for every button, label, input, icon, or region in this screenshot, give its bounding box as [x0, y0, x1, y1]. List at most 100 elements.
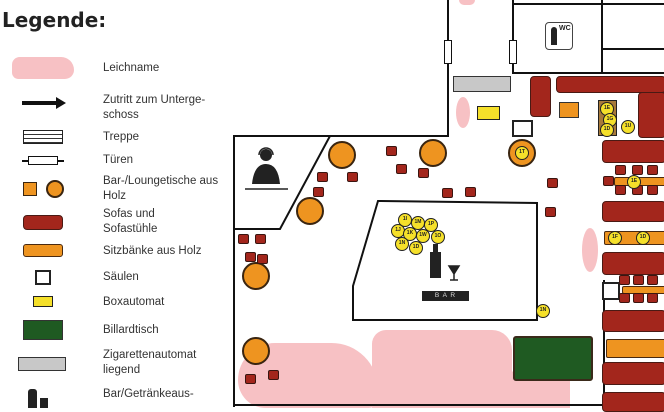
wall [512, 3, 664, 5]
corpse-area [459, 0, 475, 5]
stool [619, 293, 630, 303]
stool [615, 165, 626, 175]
glass-icon [40, 398, 48, 408]
bench [606, 339, 664, 358]
legend-label: Boxautomat [103, 296, 165, 308]
sofa [602, 362, 664, 385]
marker[interactable]: 1E [627, 175, 641, 189]
dj-booth-wall [233, 135, 332, 230]
wall [601, 48, 664, 50]
person-icon [551, 27, 557, 45]
stool [603, 176, 614, 186]
round-table [419, 139, 447, 167]
sofa [638, 92, 664, 138]
bottle-icon [28, 389, 37, 408]
stool [615, 185, 626, 195]
arrow-head [56, 97, 66, 109]
stool [347, 172, 358, 182]
wc-sign: WC [545, 22, 573, 50]
column [602, 282, 620, 300]
stool [255, 234, 266, 244]
marker[interactable]: 1W [416, 229, 430, 243]
legend-label: Türen [103, 154, 134, 166]
stool [268, 370, 279, 380]
stool [245, 374, 256, 384]
legend-label: Bar-/Loungetische aus Holz [103, 175, 219, 202]
box-machine [477, 106, 500, 120]
legend-label: Säulen [103, 271, 139, 283]
column-icon [35, 270, 51, 285]
marker[interactable]: 1N [395, 237, 409, 251]
stool [245, 252, 256, 262]
round-table [296, 197, 324, 225]
corpse-area [456, 97, 470, 128]
round-table [328, 141, 356, 169]
legend-label: Zigarettenautomat liegend [103, 349, 197, 376]
corpse-area [372, 330, 512, 408]
stool [619, 275, 630, 285]
legend-label: Bar/Getränkeaus- [103, 388, 194, 400]
stool [313, 187, 324, 197]
stool [465, 187, 476, 197]
sofa [556, 76, 664, 93]
sofa [602, 310, 664, 332]
bench-icon [23, 244, 63, 257]
bottle-neck [433, 244, 438, 253]
stool [647, 275, 658, 285]
box-machine-icon [33, 296, 53, 307]
corpse-icon [12, 57, 74, 79]
round-table [242, 262, 270, 290]
stool [647, 165, 658, 175]
round-table-icon [46, 180, 64, 198]
marker[interactable]: 1O [431, 230, 445, 244]
marker[interactable]: 1D [409, 241, 423, 255]
stool [647, 185, 658, 195]
stool [547, 178, 558, 188]
marker[interactable]: 1D [636, 231, 650, 245]
legend-title: Legende: [2, 8, 107, 32]
billiard-table [513, 336, 593, 381]
wall [512, 0, 514, 73]
stool [257, 254, 268, 264]
sofa [530, 76, 551, 117]
marker[interactable]: 1N [536, 304, 550, 318]
marker[interactable]: 1D [600, 123, 614, 137]
stool [633, 293, 644, 303]
marker[interactable]: 1T [515, 146, 529, 160]
wall [233, 404, 663, 406]
legend-label: Treppe [103, 131, 140, 143]
door[interactable] [509, 40, 517, 64]
legend-label: Billardtisch [103, 324, 159, 336]
wall [233, 135, 235, 407]
stairs-icon [23, 130, 63, 144]
legend-label: Sitzbänke aus Holz [103, 245, 202, 257]
sofa [602, 252, 664, 275]
legend-label: Sofas und Sofastühle [103, 208, 158, 235]
stool [317, 172, 328, 182]
door[interactable] [444, 40, 452, 64]
glass-icon [447, 265, 461, 281]
column [512, 120, 533, 137]
marker[interactable]: 1U [621, 120, 635, 134]
dj-headphones [258, 147, 274, 156]
wall [447, 0, 449, 137]
bar-counter [352, 199, 538, 321]
sofa [602, 201, 664, 222]
bar-label: B A R [422, 291, 469, 301]
wc-label: WC [559, 25, 571, 32]
wall [233, 135, 449, 137]
cigarette-machine-icon [18, 357, 66, 371]
stool [647, 293, 658, 303]
round-table [242, 337, 270, 365]
dj-body [252, 164, 280, 184]
door-icon-frame [28, 156, 58, 165]
marker[interactable]: 1P [424, 218, 438, 232]
wall [601, 0, 603, 73]
bottle-icon [430, 252, 441, 278]
arrow-right-icon [22, 101, 60, 105]
stool [418, 168, 429, 178]
marker[interactable]: 1F [608, 231, 622, 245]
sofa [602, 140, 664, 163]
stool [238, 234, 249, 244]
stool [396, 164, 407, 174]
